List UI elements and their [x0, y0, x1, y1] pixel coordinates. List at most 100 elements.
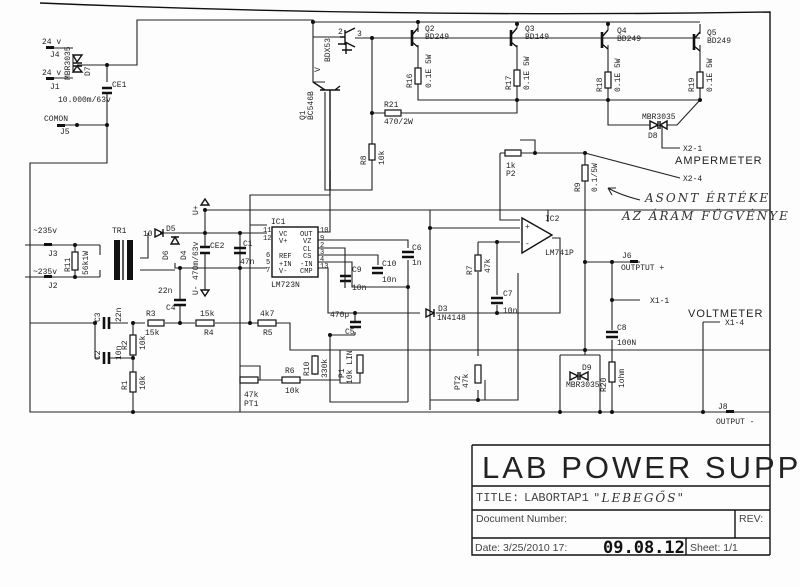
connector-j1	[46, 77, 54, 80]
capacitor-c3	[102, 317, 111, 329]
label: C4	[166, 304, 176, 313]
label: J3	[48, 250, 58, 259]
ic2-lm741p-opamp	[521, 216, 554, 255]
label: Q2	[425, 25, 435, 34]
label: 22n	[115, 307, 124, 322]
resistor-r2	[129, 334, 137, 356]
document-number-label: Document Number:	[476, 513, 567, 525]
pin-number: 6	[266, 252, 270, 260]
label: -	[525, 240, 530, 249]
pin-number: 13	[320, 263, 328, 271]
label: R2	[121, 340, 130, 350]
label: C8	[617, 324, 627, 333]
pin-label: REF	[279, 253, 292, 261]
handwritten-note-line1: ASONT ÉRTÉKE	[644, 190, 770, 205]
label: R10	[303, 361, 312, 376]
resistor-r21	[384, 109, 402, 117]
label: R16	[406, 73, 415, 88]
title-handwritten: "LEBEGŐS"	[594, 490, 685, 505]
label: +	[525, 223, 530, 232]
title-label: TITLE:	[476, 491, 519, 505]
resistor-r7	[474, 254, 482, 272]
label: COMON	[44, 115, 68, 124]
resistor-r11	[71, 251, 79, 271]
transistor-q4	[600, 29, 609, 50]
resistor-r9	[581, 164, 589, 182]
connector-j4	[46, 46, 54, 49]
label: PT2	[454, 375, 463, 390]
label: 0.1/5W	[591, 163, 600, 192]
diode-d8	[649, 119, 668, 131]
capacitor-ce1	[102, 86, 112, 95]
diode-d5	[154, 227, 165, 239]
label: R7	[466, 265, 475, 275]
label: 0.1E 5W	[706, 58, 715, 92]
label: J6	[622, 252, 632, 261]
label: Q3	[525, 25, 535, 34]
resistor-r19	[696, 71, 704, 89]
label: 4k7	[260, 310, 275, 319]
pin-number: 11	[263, 227, 271, 235]
label: BD249	[707, 37, 731, 46]
diode-d3	[425, 307, 436, 319]
label: U-	[192, 285, 201, 295]
label: PT1	[244, 400, 259, 409]
label: R4	[204, 329, 214, 338]
label: 10k LIN	[346, 350, 355, 384]
potentiometer-p2	[504, 149, 522, 157]
rev-label: REV:	[739, 513, 763, 525]
label: X1-4	[725, 319, 744, 328]
label: Q5	[707, 29, 717, 38]
label: P2	[506, 170, 516, 179]
label: 2	[338, 28, 343, 37]
transistor-bdx53	[338, 27, 356, 54]
label: D8	[648, 132, 658, 141]
pin-number: 10	[320, 227, 328, 235]
label: R6	[285, 367, 295, 376]
wires	[25, 19, 770, 413]
capacitor-c10	[372, 266, 383, 275]
pin-label: -IN	[300, 261, 313, 269]
label: 24 v	[42, 38, 61, 47]
label: 470p	[330, 311, 349, 320]
label: 10.000m/63v	[58, 96, 111, 105]
label: 10k	[378, 150, 387, 165]
pin-number: 3	[320, 249, 324, 257]
capacitor-c4	[174, 298, 186, 307]
pin-number: 12	[263, 235, 271, 243]
label: Q1	[299, 110, 308, 120]
label: R18	[596, 77, 605, 92]
label: 0.1E 5W	[614, 58, 623, 92]
label: D4	[180, 250, 189, 260]
capacitor-c5	[350, 320, 361, 329]
diode-d9	[569, 370, 589, 382]
label: ~235v	[33, 227, 57, 236]
label: MBR3035	[566, 381, 600, 390]
label: 10n	[503, 307, 518, 316]
pin-label: CMP	[300, 268, 313, 276]
label: IC2	[545, 215, 560, 224]
label: BD149	[525, 33, 549, 42]
capacitor-c7	[491, 296, 503, 305]
label: LM741P	[545, 249, 574, 258]
label: 10n	[115, 345, 124, 360]
resistor-r10	[311, 355, 319, 375]
label: J5	[60, 128, 70, 137]
resistor-r17	[513, 69, 521, 87]
label: Q4	[617, 27, 627, 36]
label: CE1	[112, 81, 127, 90]
resistor-r5	[257, 319, 277, 327]
pin-label: +IN	[279, 261, 292, 269]
label: 10	[143, 230, 153, 239]
label: R5	[263, 329, 273, 338]
label: BC546B	[307, 91, 316, 120]
label: 1ohm	[618, 369, 627, 388]
note-arrow	[607, 187, 641, 201]
resistor-r4	[195, 319, 215, 327]
label: CE2	[210, 242, 225, 251]
label: D5	[166, 225, 176, 234]
label: 56k1W	[82, 251, 91, 275]
potentiometer-pt1	[239, 376, 259, 384]
label: 1N4148	[437, 314, 466, 323]
